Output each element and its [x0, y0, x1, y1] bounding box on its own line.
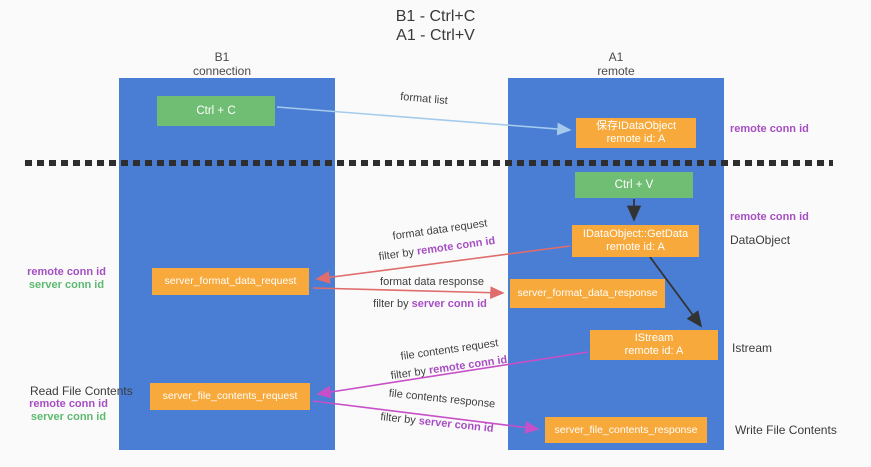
- idataobject-getdata-node: IDataObject::GetData remote id: A: [572, 225, 699, 257]
- remote-conn-id-annotation-mid-left: remote conn id: [27, 266, 106, 278]
- istream-line2: remote id: A: [624, 345, 684, 357]
- server-file-contents-response-node: server_file_contents_response: [545, 417, 707, 443]
- istream-node: IStream remote id: A: [590, 330, 718, 360]
- title-line-1: B1 - Ctrl+C: [395, 8, 476, 25]
- save-idataobject-line2: remote id: A: [606, 133, 666, 145]
- getdata-line2: remote id: A: [606, 241, 665, 253]
- server-file-contents-response-label: server_file_contents_response: [554, 423, 698, 436]
- dataobject-annotation: DataObject: [730, 233, 791, 247]
- column-b1-subtitle: connection: [192, 64, 252, 78]
- ctrl-c-node: Ctrl + C: [157, 96, 275, 126]
- ctrl-c-label: Ctrl + C: [196, 105, 236, 117]
- conn-id-pair-bottom-left: remote conn id server conn id: [26, 398, 111, 424]
- filter-by-text: filter by: [373, 298, 412, 310]
- getdata-to-istream-arrow: [649, 256, 703, 328]
- server-format-data-response-node: server_format_data_response: [510, 279, 665, 308]
- read-file-contents-annotation: Read File Contents: [30, 384, 133, 398]
- file-contents-request-arrow: [316, 351, 589, 399]
- conn-id-pair-mid-left: remote conn id server conn id: [24, 266, 109, 292]
- server-conn-id-text: server conn id: [411, 298, 487, 310]
- format-list-arrow: [276, 106, 572, 136]
- remote-conn-id-annotation-mid-right: remote conn id: [730, 211, 809, 223]
- server-format-data-response-label: server_format_data_response: [517, 287, 658, 299]
- format-data-request-arrow: [315, 245, 571, 284]
- server-conn-id-annotation-mid-left: server conn id: [28, 279, 105, 291]
- server-file-contents-request-label: server_file_contents_request: [162, 390, 298, 402]
- istream-line1: IStream: [634, 332, 674, 344]
- istream-annotation: Istream: [732, 341, 773, 355]
- save-idataobject-line1: 保存IDataObject: [595, 120, 677, 132]
- server-file-contents-request-node: server_file_contents_request: [150, 383, 310, 410]
- column-header-a1: A1 remote: [546, 50, 686, 78]
- column-header-b1: B1 connection: [152, 50, 292, 78]
- server-conn-id-annotation-bottom-left: server conn id: [30, 411, 107, 423]
- column-a1-subtitle: remote: [597, 64, 635, 78]
- title-line-2: A1 - Ctrl+V: [396, 27, 475, 44]
- diagram-title: B1 - Ctrl+C A1 - Ctrl+V: [0, 7, 871, 45]
- getdata-line1: IDataObject::GetData: [582, 228, 689, 240]
- column-b1-name: B1: [214, 50, 230, 64]
- server-format-data-request-node: server_format_data_request: [152, 268, 309, 295]
- format-data-response-label: format data response: [380, 276, 484, 288]
- remote-conn-id-annotation-top-right: remote conn id: [730, 123, 809, 135]
- format-data-response-arrow: [312, 286, 505, 300]
- remote-conn-id-annotation-bottom-left: remote conn id: [29, 398, 108, 410]
- save-idataobject-node: 保存IDataObject remote id: A: [576, 118, 696, 148]
- ctrl-v-label: Ctrl + V: [614, 179, 654, 191]
- write-file-contents-annotation: Write File Contents: [735, 423, 837, 437]
- format-data-response-filter-label: filter by server conn id: [352, 298, 508, 310]
- file-contents-response-arrow: [312, 400, 540, 434]
- column-a1-name: A1: [608, 50, 624, 64]
- server-format-data-request-label: server_format_data_request: [164, 275, 297, 287]
- ctrl-v-node: Ctrl + V: [575, 172, 693, 198]
